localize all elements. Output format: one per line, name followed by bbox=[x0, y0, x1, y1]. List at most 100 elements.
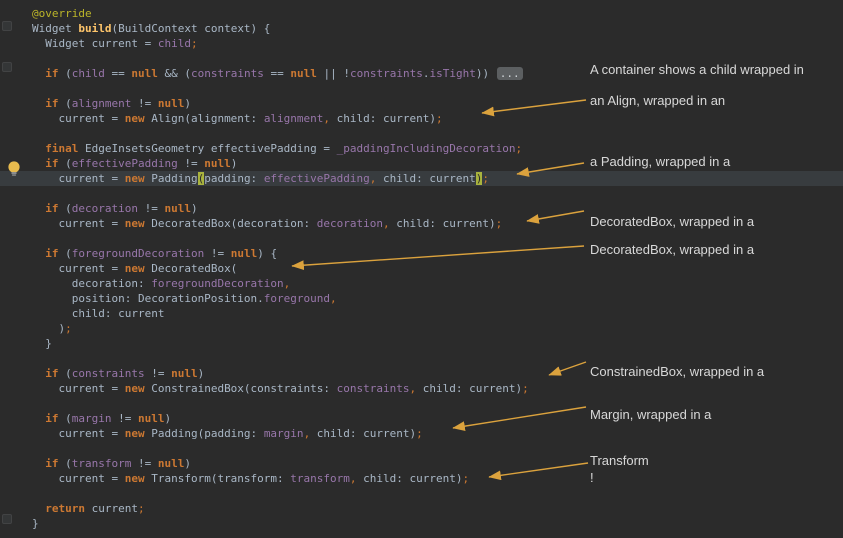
code-line[interactable]: position: DecorationPosition.foreground, bbox=[0, 291, 843, 306]
code-line[interactable]: Widget build(BuildContext context) { bbox=[0, 21, 843, 36]
code-token: ) bbox=[475, 172, 483, 185]
code-token: ( bbox=[58, 247, 72, 260]
code-token: if bbox=[45, 247, 59, 260]
code-token: if bbox=[45, 67, 59, 80]
code-token: child bbox=[157, 37, 191, 50]
code-line[interactable]: child: current bbox=[0, 306, 843, 321]
folded-code-chip[interactable]: ... bbox=[496, 67, 523, 80]
code-token: new bbox=[124, 262, 145, 275]
code-line[interactable]: @override bbox=[0, 6, 843, 21]
code-token: current bbox=[85, 502, 138, 515]
code-line[interactable]: ); bbox=[0, 321, 843, 336]
fold-marker-icon[interactable] bbox=[2, 21, 12, 31]
code-token: new bbox=[124, 172, 145, 185]
annotation-text: ConstrainedBox, wrapped in a bbox=[590, 364, 765, 379]
code-token: != bbox=[111, 412, 138, 425]
code-line[interactable] bbox=[0, 486, 843, 501]
code-line[interactable]: if (decoration != null) bbox=[0, 201, 843, 216]
code-token: child: current) bbox=[389, 217, 496, 230]
code-line[interactable]: final EdgeInsetsGeometry effectivePaddin… bbox=[0, 141, 843, 156]
code-token: ( bbox=[58, 157, 72, 170]
code-token: if bbox=[45, 157, 59, 170]
code-line[interactable]: current = new Padding(padding: effective… bbox=[0, 171, 843, 186]
code-token bbox=[32, 202, 45, 215]
code-line[interactable]: current = new Padding(padding: margin, c… bbox=[0, 426, 843, 441]
code-token: ( bbox=[58, 97, 72, 110]
code-token: foregroundDecoration bbox=[151, 277, 284, 290]
code-token: , bbox=[323, 112, 331, 125]
code-token: ; bbox=[65, 322, 72, 335]
code-line[interactable]: current = new ConstrainedBox(constraints… bbox=[0, 381, 843, 396]
code-token: alignment bbox=[263, 112, 324, 125]
code-token: ; bbox=[137, 502, 145, 515]
code-line[interactable]: return current; bbox=[0, 501, 843, 516]
code-token: position: DecorationPosition. bbox=[32, 292, 264, 305]
code-token: if bbox=[45, 457, 59, 470]
code-token: DecoratedBox(decoration: bbox=[144, 217, 317, 230]
code-token: ConstrainedBox(constraints: bbox=[144, 382, 337, 395]
code-token: != bbox=[177, 157, 205, 170]
code-token: Align(alignment: bbox=[144, 112, 264, 125]
code-token: , bbox=[283, 277, 291, 290]
code-token: constraints bbox=[191, 67, 264, 80]
code-line[interactable]: if (margin != null) bbox=[0, 411, 843, 426]
code-token: transform bbox=[290, 472, 350, 485]
code-token: ) bbox=[164, 412, 172, 425]
lightbulb-icon[interactable] bbox=[6, 160, 22, 178]
code-line[interactable] bbox=[0, 186, 843, 201]
annotation-text: A container shows a child wrapped in bbox=[590, 62, 804, 77]
code-token: child: current) bbox=[356, 472, 463, 485]
code-line[interactable] bbox=[0, 441, 843, 456]
code-line[interactable]: if (child == null && (constraints == nul… bbox=[0, 66, 843, 81]
code-line[interactable]: current = new DecoratedBox(decoration: d… bbox=[0, 216, 843, 231]
code-line[interactable]: if (effectivePadding != null) bbox=[0, 156, 843, 171]
annotation-text: a Padding, wrapped in a bbox=[590, 154, 731, 169]
fold-marker-icon[interactable] bbox=[2, 514, 12, 524]
code-token bbox=[32, 502, 45, 515]
code-token: margin bbox=[71, 412, 112, 425]
code-line[interactable]: current = new Transform(transform: trans… bbox=[0, 471, 843, 486]
code-line[interactable]: current = new Align(alignment: alignment… bbox=[0, 111, 843, 126]
code-line[interactable]: Widget current = child; bbox=[0, 36, 843, 51]
code-line[interactable]: } bbox=[0, 336, 843, 351]
code-token: constraints bbox=[349, 67, 423, 80]
code-token: decoration bbox=[316, 217, 384, 230]
code-token: foregroundDecoration bbox=[71, 247, 205, 260]
code-token: ; bbox=[462, 472, 470, 485]
code-token: null bbox=[290, 67, 317, 80]
code-token: ) bbox=[184, 97, 191, 110]
code-token bbox=[32, 457, 45, 470]
code-token: || ! bbox=[316, 67, 350, 80]
code-token: foreground bbox=[263, 292, 331, 305]
code-token: ; bbox=[482, 172, 489, 185]
code-line[interactable]: if (constraints != null) bbox=[0, 366, 843, 381]
code-token: build bbox=[78, 22, 112, 35]
annotation-text: ! bbox=[590, 470, 594, 485]
code-token: new bbox=[124, 427, 145, 440]
code-token: } bbox=[32, 337, 52, 350]
code-line[interactable]: if (alignment != null) bbox=[0, 96, 843, 111]
code-line[interactable]: current = new DecoratedBox( bbox=[0, 261, 843, 276]
code-token: null bbox=[230, 247, 258, 260]
code-token: DecoratedBox( bbox=[144, 262, 238, 275]
code-line[interactable] bbox=[0, 126, 843, 141]
code-token: margin bbox=[263, 427, 304, 440]
code-line[interactable]: } bbox=[0, 516, 843, 531]
code-token: != bbox=[204, 247, 231, 260]
code-line[interactable]: if (transform != null) bbox=[0, 456, 843, 471]
code-token: null bbox=[171, 367, 198, 380]
code-line[interactable] bbox=[0, 396, 843, 411]
code-token: decoration: bbox=[32, 277, 152, 290]
annotation-text: Transform bbox=[590, 453, 649, 468]
annotation-text: DecoratedBox, wrapped in a bbox=[590, 242, 755, 257]
code-token: == bbox=[104, 67, 132, 80]
code-token: return bbox=[45, 502, 85, 515]
code-line[interactable]: decoration: foregroundDecoration, bbox=[0, 276, 843, 291]
code-token bbox=[32, 67, 45, 80]
code-token: Widget bbox=[32, 22, 79, 35]
code-line[interactable]: if (foregroundDecoration != null) { bbox=[0, 246, 843, 261]
code-token: } bbox=[32, 517, 39, 530]
fold-marker-icon[interactable] bbox=[2, 62, 12, 72]
